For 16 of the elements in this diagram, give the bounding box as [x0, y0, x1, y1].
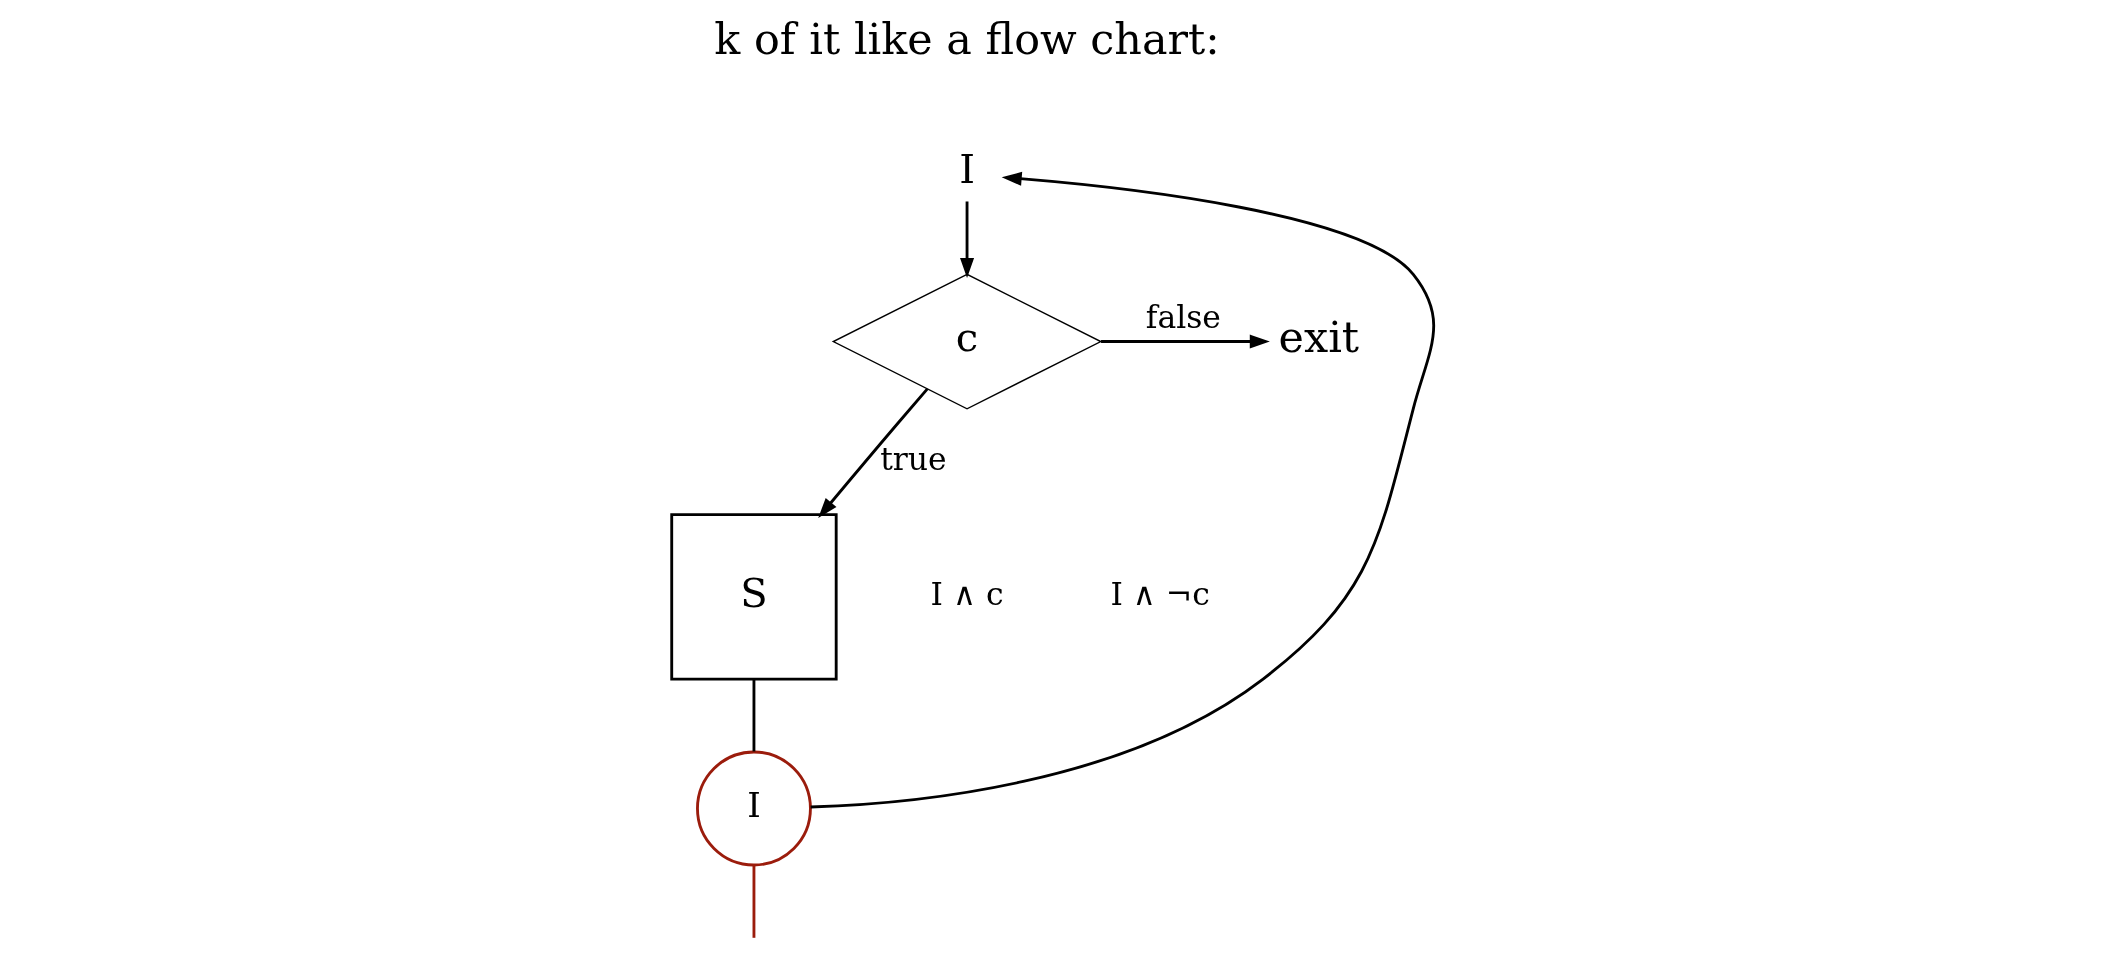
arrow [1100, 334, 1270, 349]
node-circle: I [695, 750, 812, 867]
label: I ∧ ¬c [1109, 575, 1210, 612]
arrow [810, 171, 1435, 809]
connector [752, 865, 755, 938]
label: k of it like a flow chart: [713, 14, 1220, 65]
node-text: exit [1278, 312, 1359, 363]
connector [752, 679, 755, 752]
edge-label: true [879, 440, 947, 477]
edge-label: false [1145, 299, 1221, 336]
node-diamond: c [831, 273, 1102, 410]
node-box: S [669, 513, 838, 681]
arrow [959, 201, 974, 279]
node-text: I [958, 146, 975, 193]
arrow [817, 387, 928, 518]
label: I ∧ c [930, 575, 1004, 612]
